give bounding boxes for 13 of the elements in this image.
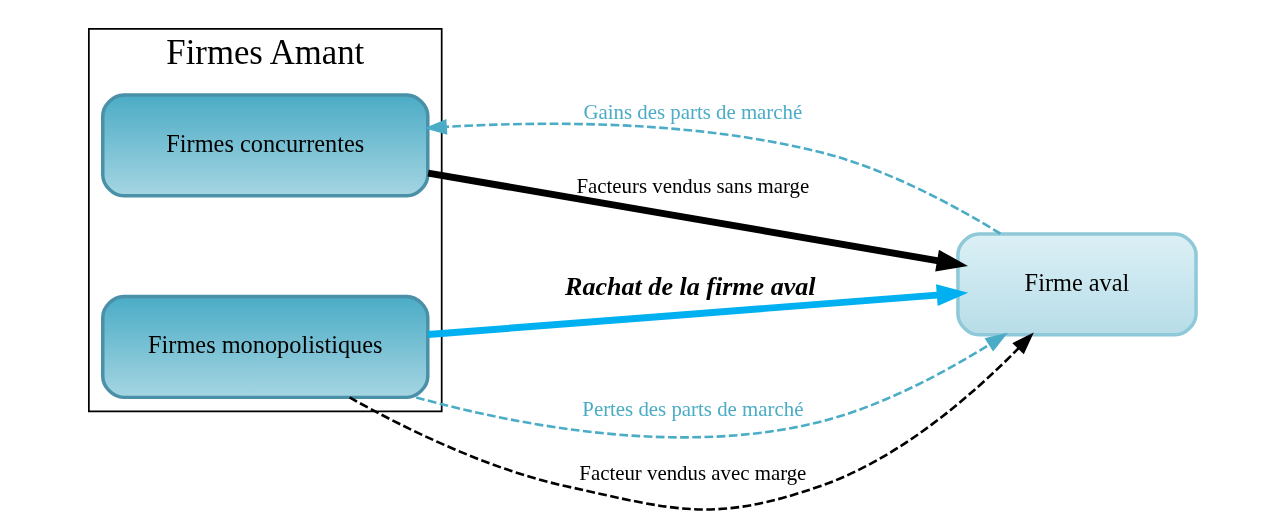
arrow (424, 118, 1002, 235)
arrow (427, 169, 968, 272)
edge-label: Gains des parts de marché (583, 99, 803, 124)
edge-label: Facteur vendus avec marge (579, 461, 807, 486)
node-box: Firme aval (956, 232, 1198, 337)
arrow (348, 332, 1034, 511)
node-box: Firmes concurrentes (101, 93, 430, 198)
edge-label: Pertes des parts de marché (582, 396, 804, 421)
edge-label: Rachat de la firme aval (565, 271, 816, 301)
edge-label: Facteurs vendus sans marge (576, 174, 810, 199)
arrow (415, 332, 1008, 439)
arrow (427, 284, 969, 338)
node-box: Firmes monopolistiques (101, 294, 430, 400)
